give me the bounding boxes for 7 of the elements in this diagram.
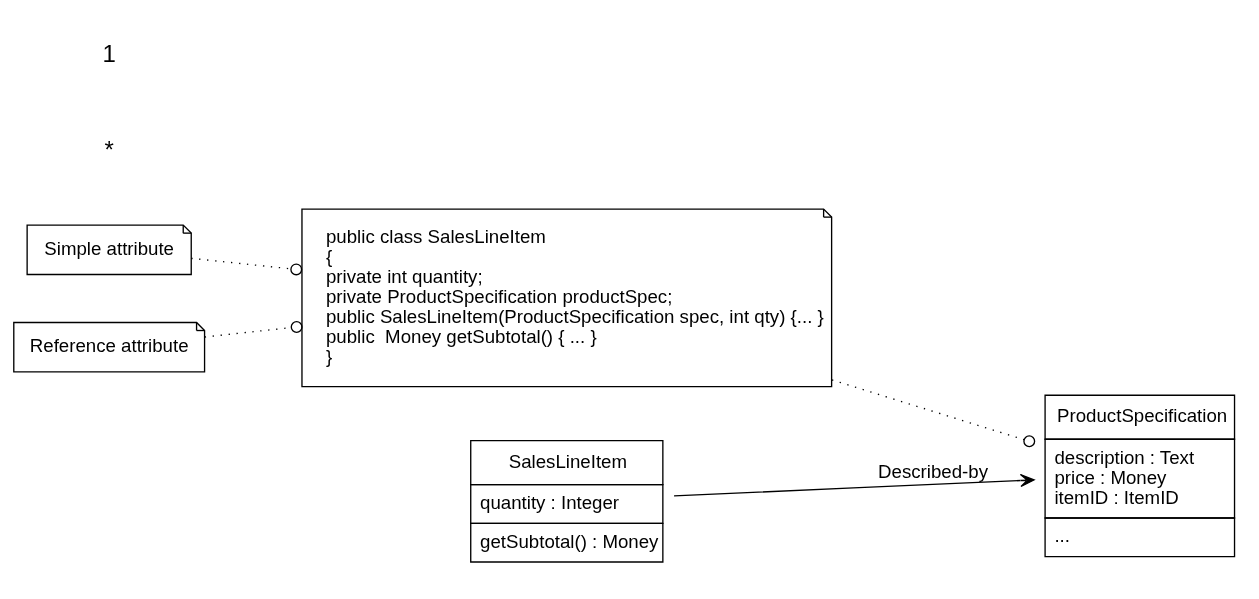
connector <box>831 379 1036 448</box>
connector <box>190 257 303 276</box>
connector <box>204 321 303 338</box>
label: 1 <box>102 40 116 68</box>
edge-label: Described-by <box>878 461 988 483</box>
label: * <box>104 136 114 164</box>
arrow <box>673 473 1035 497</box>
